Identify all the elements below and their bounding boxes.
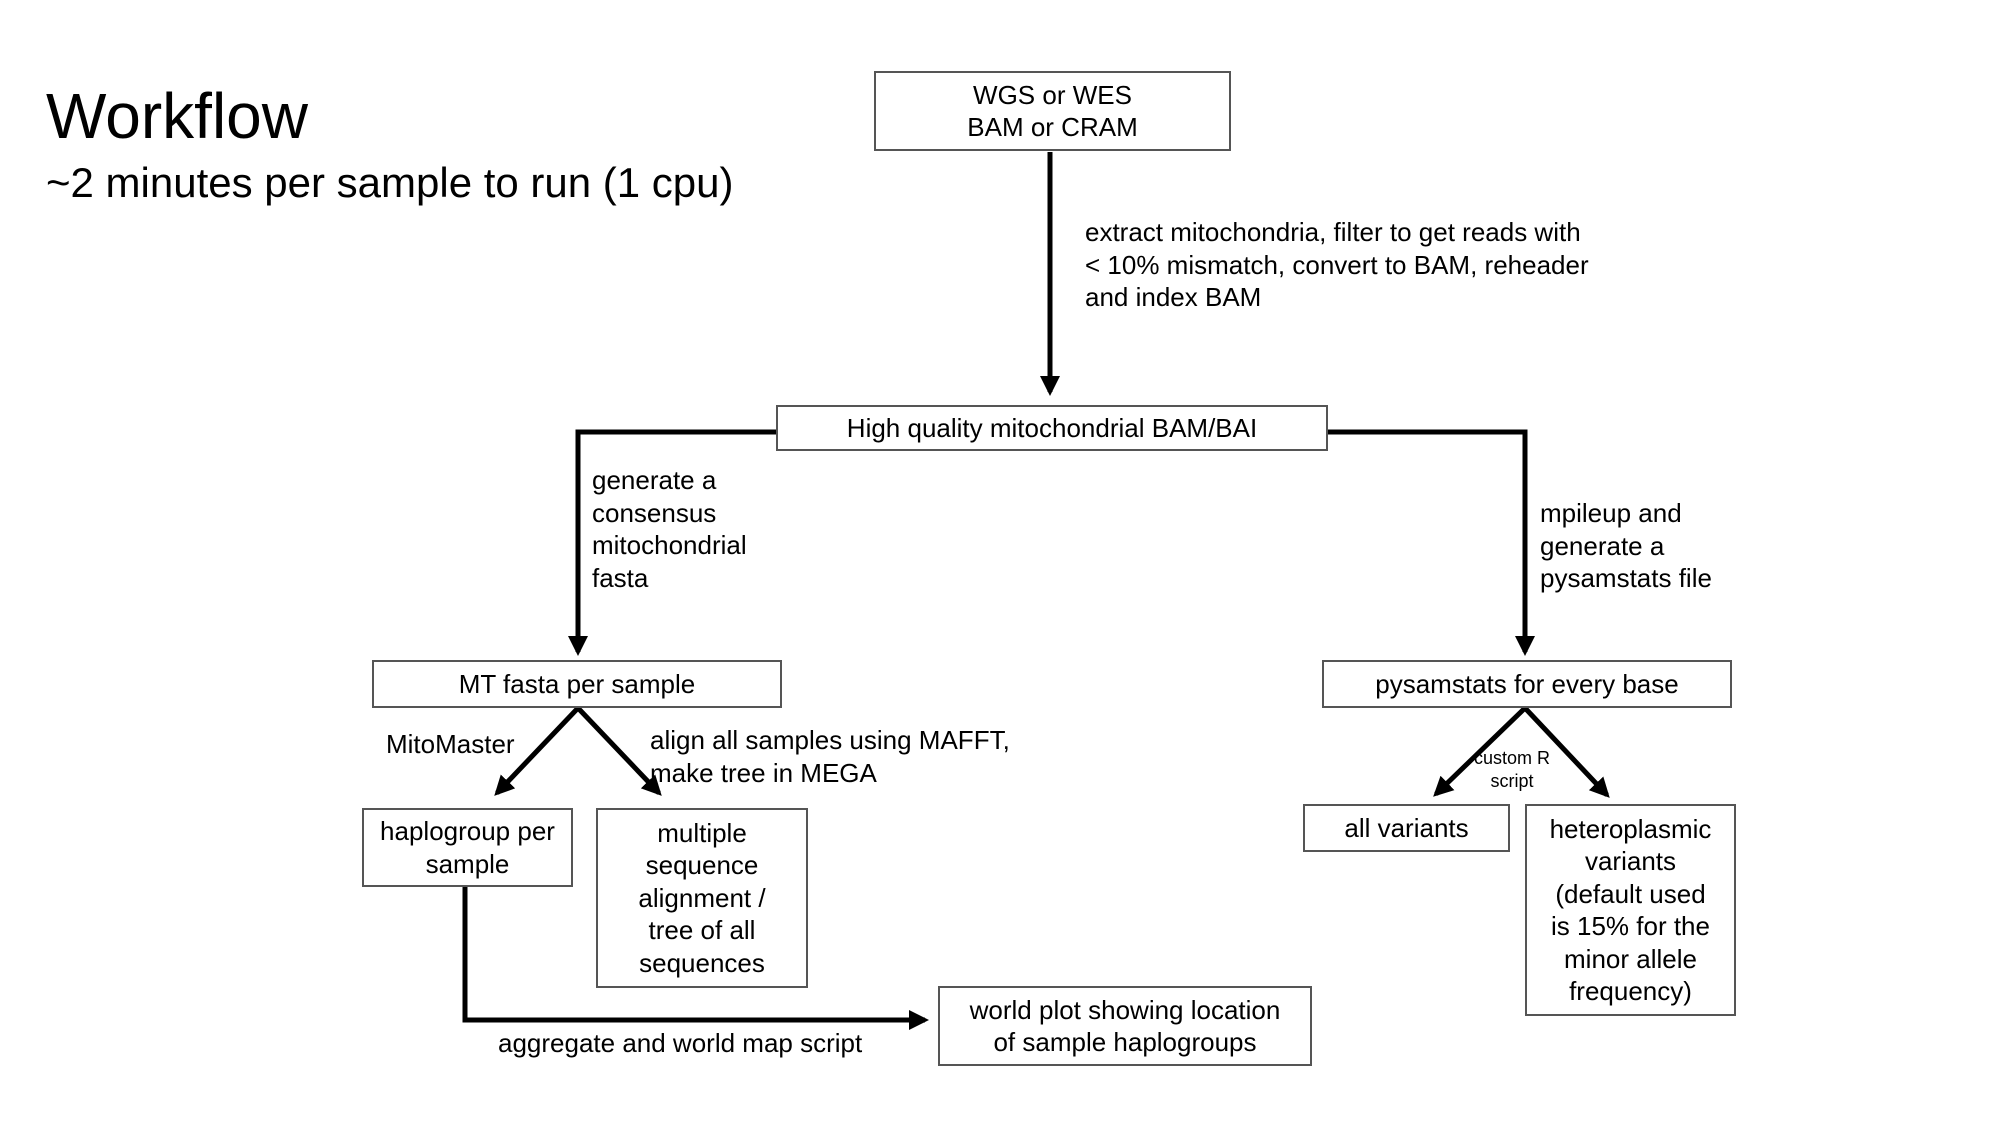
hq-bam-node: High quality mitochondrial BAM/BAI (776, 405, 1328, 451)
heteroplasmic-node: heteroplasmic variants (default used is … (1525, 804, 1736, 1016)
all-variants-node: all variants (1303, 804, 1510, 852)
arrow-mt-fasta-to-haplogroup (494, 706, 580, 796)
arrow-hq-to-pysamstats (1328, 429, 1535, 656)
input-node: WGS or WES BAM or CRAM (874, 71, 1231, 151)
arrow-pysamstats-to-all-variants (1433, 706, 1527, 797)
msa-node: multiple sequence alignment / tree of al… (596, 808, 808, 988)
mitomaster-edge-label: MitoMaster (386, 729, 515, 759)
page-title: Workflow (46, 80, 308, 152)
aggregate-edge-label: aggregate and world map script (498, 1028, 863, 1058)
haplogroup-node: haplogroup per sample (362, 808, 573, 887)
extract-edge-label: extract mitochondria, filter to get read… (1085, 217, 1589, 312)
arrow-pysamstats-to-heteroplasmic (1523, 706, 1610, 798)
world-plot-node: world plot showing location of sample ha… (938, 986, 1312, 1066)
align-edge-label: align all samples using MAFFT, make tree… (650, 725, 1010, 788)
arrow-haplogroup-to-world-plot (462, 887, 929, 1030)
arrow-mt-fasta-to-msa (576, 706, 662, 796)
pysamstats-node: pysamstats for every base (1322, 660, 1732, 708)
consensus-edge-label: generate a consensus mitochondrial fasta (592, 465, 747, 593)
mt-fasta-node: MT fasta per sample (372, 660, 782, 708)
arrow-hq-to-mt-fasta (568, 429, 776, 656)
page-subtitle: ~2 minutes per sample to run (1 cpu) (46, 159, 734, 206)
custom-r-edge-label: custom R script (1474, 748, 1551, 792)
mpileup-edge-label: mpileup and generate a pysamstats file (1540, 498, 1712, 593)
